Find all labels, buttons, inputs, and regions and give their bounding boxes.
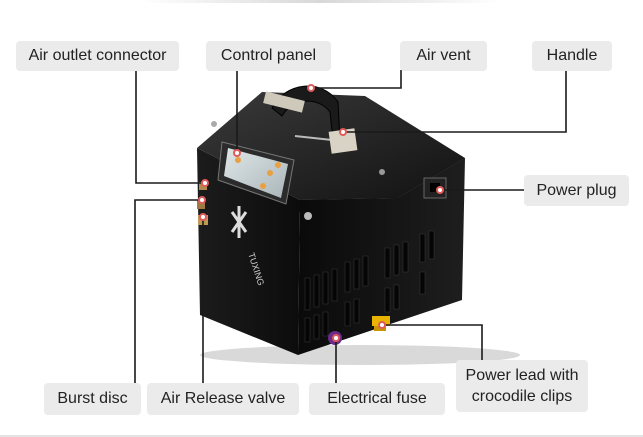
callout-dot bbox=[339, 128, 347, 136]
device-shadow bbox=[200, 345, 520, 365]
button-icon bbox=[275, 162, 281, 168]
screw-icon bbox=[211, 121, 217, 127]
label-air-outlet-connector: Air outlet connector bbox=[16, 41, 179, 71]
button-icon bbox=[235, 157, 241, 163]
leader-power-lead bbox=[382, 324, 483, 360]
handle-strap-icon bbox=[294, 135, 333, 141]
leader-burst-disc bbox=[134, 199, 202, 383]
callout-dot bbox=[378, 321, 386, 329]
label-air-release-valve: Air Release valve bbox=[147, 383, 299, 415]
callout-dot bbox=[233, 149, 241, 157]
device-side-face bbox=[298, 158, 465, 355]
button-icon bbox=[267, 170, 273, 176]
label-control-panel: Control panel bbox=[206, 41, 331, 71]
label-power-lead: Power lead with crocodile clips bbox=[456, 360, 588, 412]
side-vents bbox=[304, 230, 435, 343]
crocodile-clip-icon bbox=[372, 316, 390, 326]
bottom-divider bbox=[0, 435, 643, 437]
handle-mount bbox=[328, 128, 358, 154]
callout-dot bbox=[332, 334, 340, 342]
burst-disc-fitting bbox=[197, 200, 205, 209]
air-vent-plate bbox=[263, 91, 305, 113]
button-icon bbox=[260, 183, 266, 189]
callout-dot bbox=[307, 84, 315, 92]
callout-dot bbox=[198, 196, 206, 204]
label-electrical-fuse: Electrical fuse bbox=[309, 383, 445, 415]
screw-icon bbox=[379, 169, 385, 175]
power-plug-pins bbox=[430, 183, 440, 192]
brand-logo bbox=[230, 206, 248, 238]
label-air-vent: Air vent bbox=[400, 41, 487, 71]
top-divider bbox=[140, 0, 500, 3]
crocodile-clip-icon bbox=[374, 326, 386, 331]
label-power-plug: Power plug bbox=[524, 175, 629, 206]
screw-icon bbox=[304, 212, 312, 220]
callout-dot bbox=[436, 186, 444, 194]
callout-dot bbox=[199, 213, 207, 221]
label-burst-disc: Burst disc bbox=[44, 383, 141, 415]
leader-air-outlet bbox=[135, 70, 205, 184]
leader-handle bbox=[343, 70, 567, 133]
callout-dot bbox=[201, 179, 209, 187]
leader-air-vent bbox=[311, 70, 402, 89]
label-handle: Handle bbox=[532, 41, 612, 71]
